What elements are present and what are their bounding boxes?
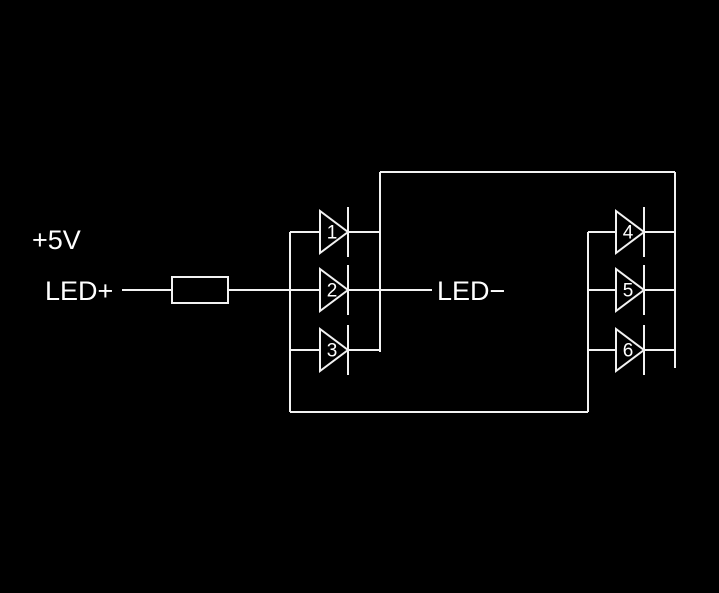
- outer-loop-wires: [290, 171, 675, 413]
- diode-1-anode-triangle: [319, 209, 350, 255]
- diode-2-number: 2: [327, 281, 338, 302]
- right-group-row-wires: [588, 231, 675, 351]
- diode-4: 4: [615, 207, 646, 257]
- diode-6-number: 6: [623, 341, 634, 362]
- label-led-positive: LED+: [45, 276, 113, 306]
- diode-4-anode-triangle: [615, 209, 646, 255]
- left-group-buses: [289, 172, 381, 412]
- diode-2-anode-triangle: [319, 267, 350, 313]
- diode-3: 3: [319, 325, 350, 375]
- label-supply-5v: +5V: [32, 225, 81, 255]
- diode-3-anode-triangle: [319, 327, 350, 373]
- diode-2: 2: [319, 265, 350, 315]
- resistor-body: [171, 276, 229, 304]
- right-group-buses: [587, 172, 676, 412]
- label-led-negative: LED−: [437, 276, 505, 306]
- diode-4-number: 4: [623, 223, 634, 244]
- diode-1: 1: [319, 207, 350, 257]
- diode-5: 5: [615, 265, 646, 315]
- diode-5-number: 5: [623, 281, 634, 302]
- diode-3-number: 3: [327, 341, 338, 362]
- diode-6: 6: [615, 325, 646, 375]
- input-branch: [122, 276, 290, 304]
- diode-5-anode-triangle: [615, 267, 646, 313]
- diode-6-anode-triangle: [615, 327, 646, 373]
- left-group-row-wires: [290, 231, 380, 351]
- diode-1-number: 1: [327, 223, 338, 244]
